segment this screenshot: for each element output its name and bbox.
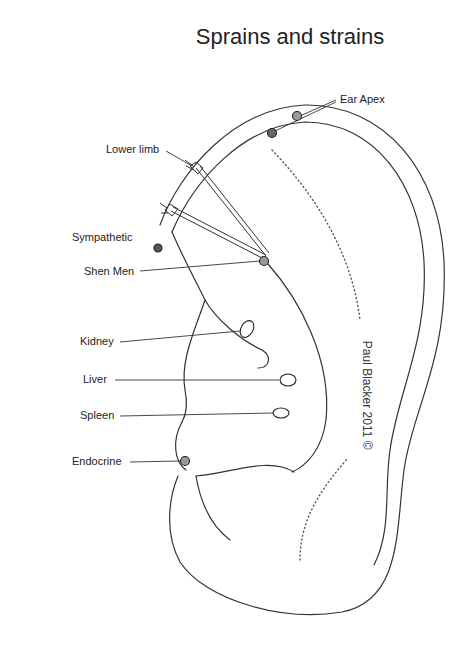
helix-root (172, 232, 268, 368)
point-label: Shen Men (84, 265, 134, 278)
leader-line (120, 331, 240, 342)
leader-line (115, 380, 279, 381)
leg-bones (160, 160, 269, 259)
point-label: Spleen (80, 409, 114, 422)
point-label: Sympathetic (72, 231, 133, 244)
concha-edge (182, 300, 205, 422)
dotted-line (300, 458, 348, 560)
liver-zone (280, 374, 296, 386)
leader-line (300, 100, 336, 116)
copyright-watermark: Paul Blacker 2011 © (359, 341, 373, 450)
leader-line (166, 151, 192, 166)
helix-rim (172, 122, 424, 565)
spleen-zone (273, 408, 289, 418)
point-label: Endocrine (72, 455, 122, 468)
point-label: Ear Apex (340, 93, 385, 106)
acupoint (268, 129, 277, 138)
lobe-line (196, 476, 230, 540)
kidney-zone (237, 318, 256, 340)
point-label: Kidney (80, 335, 114, 348)
acupoint (293, 112, 302, 121)
acupoint (154, 244, 162, 252)
acupoint (181, 457, 190, 466)
leader-line (130, 461, 180, 462)
diagram-title: Sprains and strains (196, 24, 384, 50)
leader-line (275, 102, 336, 131)
dotted-line (272, 150, 360, 320)
point-label: Lower limb (106, 143, 159, 156)
acupoint (260, 257, 269, 266)
leader-line (120, 413, 273, 416)
outer-helix (160, 105, 444, 614)
antitragus (196, 465, 294, 476)
leader-line (140, 261, 260, 271)
point-label: Liver (83, 373, 107, 386)
antihelix (268, 264, 327, 472)
